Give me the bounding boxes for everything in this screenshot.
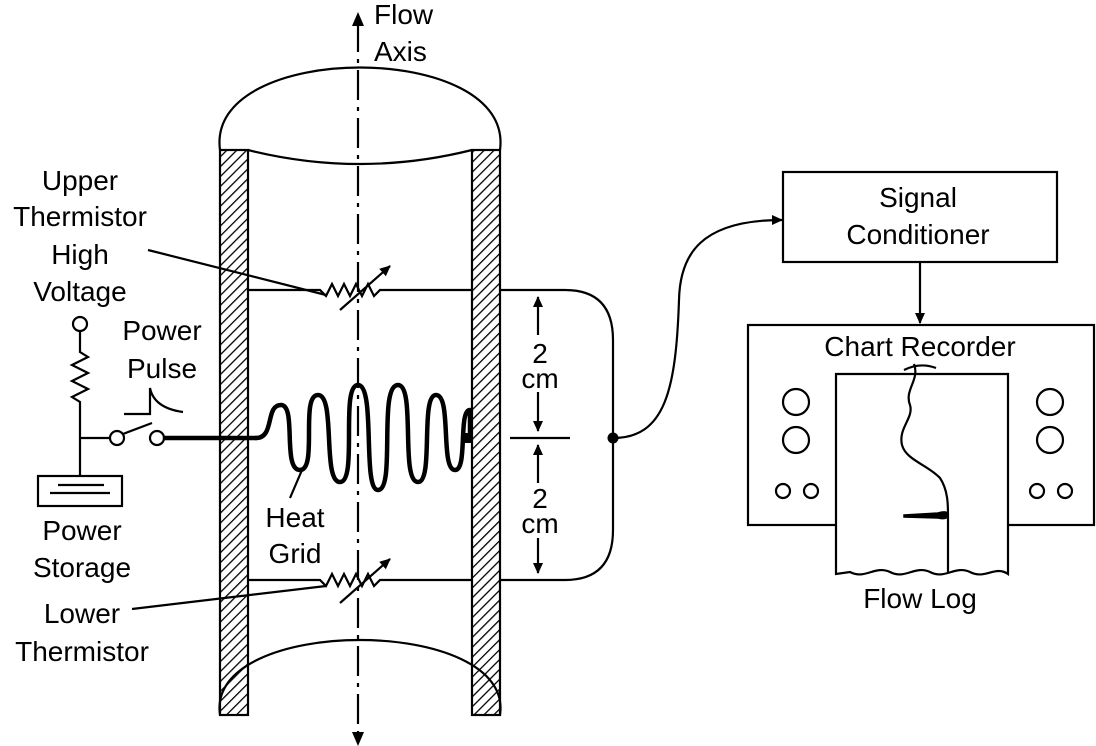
signal-conditioner-label-line1: Signal (879, 182, 957, 213)
recorder-button-left-1 (774, 482, 792, 500)
switch-terminal-right (148, 429, 166, 447)
recorder-knob-right-top (1035, 387, 1065, 417)
flow-axis-label-line2: Axis (374, 36, 427, 67)
switch-blade (122, 421, 153, 436)
switch-terminal-left (108, 429, 126, 447)
upper-thermistor-wire (500, 288, 615, 438)
power-pulse-label-line2: Pulse (127, 353, 197, 384)
pipe-bottom-opening (218, 639, 502, 716)
heat-grid-leader (288, 469, 304, 499)
sensor-wiring (500, 215, 783, 582)
lower-thermistor-variable-arrow (339, 558, 391, 604)
lower-thermistor: Lower Thermistor (15, 558, 472, 667)
power-storage-label-line2: Storage (33, 552, 131, 583)
heat-grid-terminal (462, 433, 472, 443)
pipe-left-wall (218, 148, 250, 717)
recorder-button-right-1 (1028, 482, 1046, 500)
signal-conditioner: Signal Conditioner (781, 170, 1059, 324)
power-pulse-icon (124, 387, 184, 416)
flow-trace (900, 363, 950, 572)
lower-spacing-label-line2: cm (521, 508, 558, 539)
heat-grid-label-line2: Grid (269, 538, 322, 569)
upper-spacing-label-line2: cm (521, 363, 558, 394)
high-voltage-label-line2: Voltage (33, 276, 126, 307)
flow-axis-arrow-up (352, 12, 364, 26)
heat-grid-coil (253, 382, 473, 493)
upper-spacing-label-line1: 2 (532, 338, 548, 369)
power-pulse-label-line1: Power (122, 315, 201, 346)
lower-thermistor-label-line1: Lower (44, 598, 120, 629)
recorder-button-right-2 (1056, 482, 1074, 500)
upper-thermistor-label-line2: Thermistor (13, 201, 147, 232)
dimension-markers: 2 cm 2 cm (510, 296, 570, 574)
recorder-knob-right-middle (1035, 425, 1065, 455)
upper-thermistor-variable-arrow (339, 265, 391, 311)
lower-thermistor-wire (500, 438, 615, 582)
power-circuit: High Voltage Power Pulse Power Storage (33, 239, 202, 583)
pipe-top-inner-rim (247, 148, 473, 166)
capacitor-symbol (36, 474, 124, 508)
upper-thermistor: Upper Thermistor (13, 165, 472, 311)
signal-wire (612, 215, 783, 440)
chart-recorder: Chart Recorder Flow Log (746, 323, 1096, 614)
high-voltage-terminal (71, 315, 89, 333)
upper-thermistor-label-line1: Upper (42, 165, 118, 196)
upper-thermistor-leader (147, 248, 327, 297)
heat-grid-label-line1: Heat (265, 502, 324, 533)
recorder-knob-left-middle (781, 425, 811, 455)
flow-spike (903, 511, 949, 520)
flow-log-label: Flow Log (863, 583, 977, 614)
chart-recorder-label: Chart Recorder (824, 331, 1015, 362)
high-voltage-label-line1: High (51, 239, 109, 270)
upper-thermistor-resistor (248, 281, 472, 299)
pipe (218, 66, 502, 717)
recorder-knob-left-top (781, 387, 811, 417)
high-voltage-resistor (69, 331, 91, 438)
pipe-right-wall (470, 148, 502, 717)
power-storage-label-line1: Power (42, 515, 121, 546)
flow-axis-arrow-down (352, 732, 364, 746)
signal-conditioner-label-line2: Conditioner (846, 219, 989, 250)
lower-thermistor-leader (131, 584, 327, 611)
lower-spacing-label-line1: 2 (532, 483, 548, 514)
heat-grid: Heat Grid (162, 382, 473, 569)
signal-conditioner-box (781, 170, 1059, 264)
recorder-button-left-2 (802, 482, 820, 500)
lower-thermistor-label-line2: Thermistor (15, 636, 149, 667)
chart-pen-arm (903, 364, 937, 371)
flow-axis-label-line1: Flow (374, 0, 434, 30)
flow-axis: Flow Axis (352, 0, 434, 746)
pipe-top-opening (218, 66, 502, 151)
chart-paper (834, 372, 1010, 577)
